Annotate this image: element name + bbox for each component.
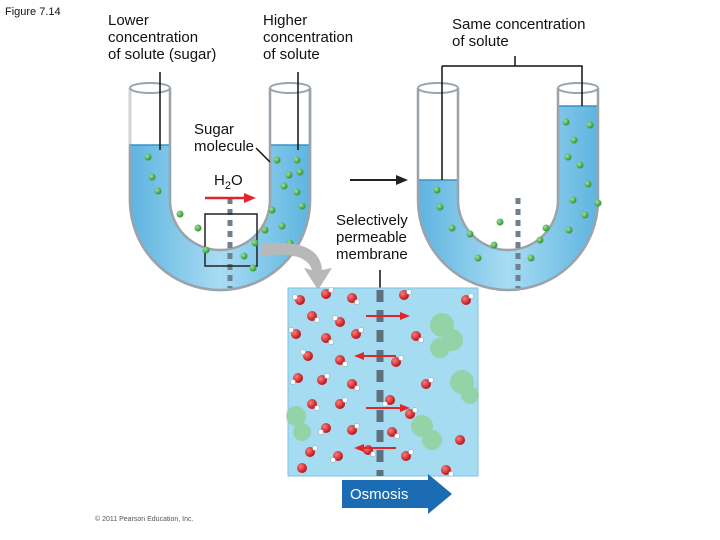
- osmosis-arrow: [342, 474, 452, 514]
- zoom-arrow: [260, 243, 332, 290]
- sugar-clusters: [286, 313, 479, 450]
- water-molecules: [288, 287, 474, 477]
- zoom-box: [204, 213, 258, 267]
- h2o-o: O: [230, 172, 243, 189]
- sugar-molecule-label: Sugar molecule: [194, 121, 255, 155]
- u-tube-right: [416, 82, 602, 292]
- h2o-subscript: 2: [224, 180, 231, 192]
- water-flow-arrows: [354, 312, 410, 452]
- lower-concentration-label: Lower concentration of solute (sugar): [108, 12, 217, 63]
- h2o-arrow: [205, 193, 256, 203]
- sugar-molecules-left: [144, 153, 306, 272]
- sugar-molecules-right: [433, 118, 602, 262]
- copyright-notice: © 2011 Pearson Education, Inc.: [95, 516, 194, 523]
- process-arrow: [350, 175, 408, 185]
- osmosis-label: Osmosis: [350, 486, 409, 503]
- leader-lines: [159, 56, 583, 300]
- h2o-h: H: [214, 172, 225, 189]
- membrane-label: Selectively permeable membrane: [336, 212, 408, 263]
- h2o-label: H2O: [214, 172, 243, 195]
- figure-number: Figure 7.14: [5, 6, 61, 18]
- higher-concentration-label: Higher concentration of solute: [263, 12, 354, 63]
- same-concentration-label: Same concentration of solute: [452, 16, 586, 50]
- water-left: [129, 144, 311, 291]
- zoom-panel: [286, 287, 479, 477]
